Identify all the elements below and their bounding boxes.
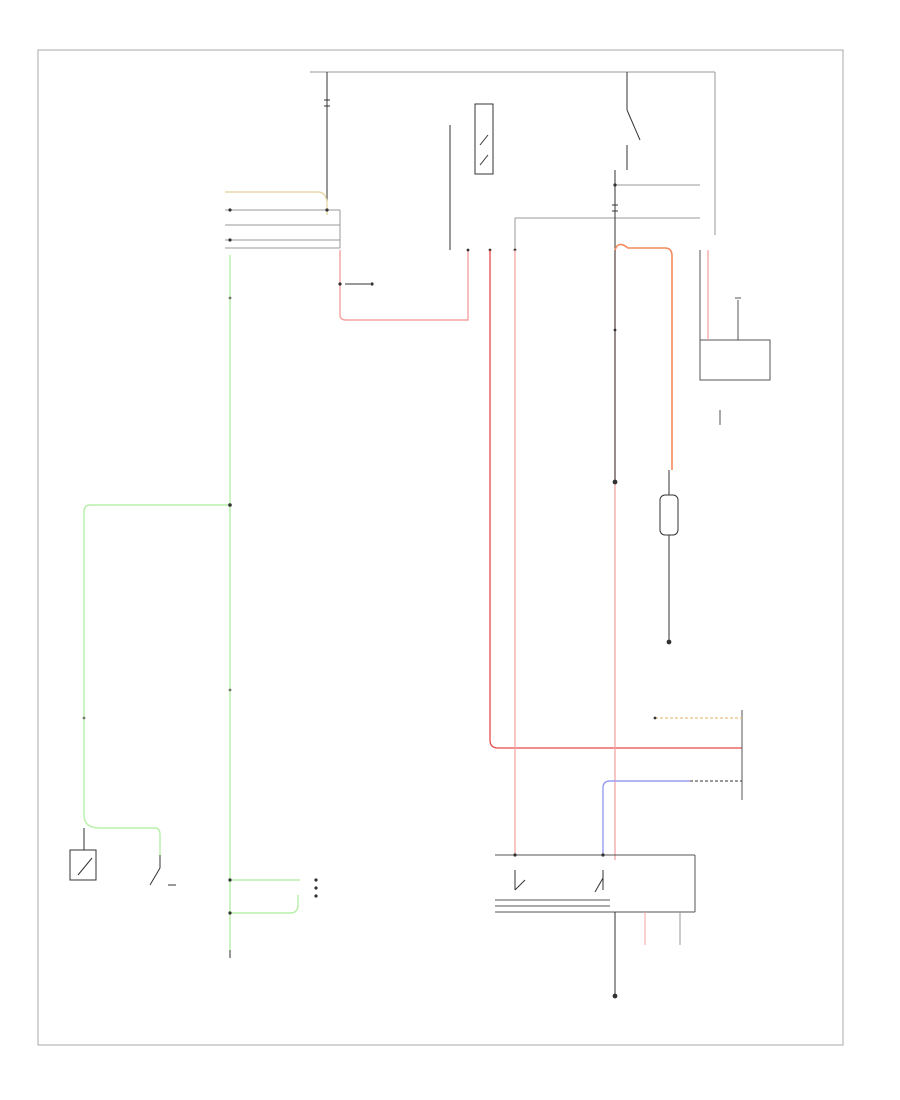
orange-wire (614, 243, 673, 470)
connector-dot (370, 282, 374, 286)
yellow-wire (225, 191, 328, 215)
junction-dot (228, 688, 232, 692)
relay-module (495, 854, 696, 913)
dimmer-module (699, 250, 771, 381)
junction-dot (228, 238, 232, 242)
junction-dot (82, 716, 86, 720)
fuse-junction-box (225, 209, 341, 249)
junction-dot (228, 503, 232, 507)
center-connector-row (514, 217, 700, 250)
pink-wire-left (339, 250, 469, 321)
right-fuse-column (612, 72, 641, 250)
junction-dot (228, 208, 232, 212)
indicator-lamp (659, 470, 679, 640)
left-fuse-column (324, 72, 330, 205)
pedal-switch-symbol (149, 855, 176, 886)
junction-dot (613, 183, 617, 187)
relay-outputs (614, 912, 681, 995)
junction-dot (325, 208, 329, 212)
top-power-bus (310, 71, 716, 235)
center-pins (466, 248, 517, 252)
junction-dot (613, 328, 617, 332)
diagram-frame (37, 49, 844, 1046)
junction-dot (513, 853, 517, 857)
junction-dot (338, 282, 342, 286)
ground-dot (612, 993, 618, 999)
center-switch-column (449, 103, 494, 250)
ground-dot (612, 479, 618, 485)
junction-dot (653, 716, 657, 720)
relay-switches (514, 870, 604, 893)
brake-switch-symbol (69, 828, 97, 881)
blue-wire (602, 780, 690, 855)
left-connector-symbol (314, 878, 318, 898)
junction-dot (601, 853, 605, 857)
ground-dot (666, 639, 672, 645)
green-main-wire (83, 255, 300, 950)
junction-dot (228, 911, 232, 915)
junction-dot (228, 296, 232, 300)
junction-dot (228, 878, 232, 882)
red-wire-long (489, 250, 742, 749)
